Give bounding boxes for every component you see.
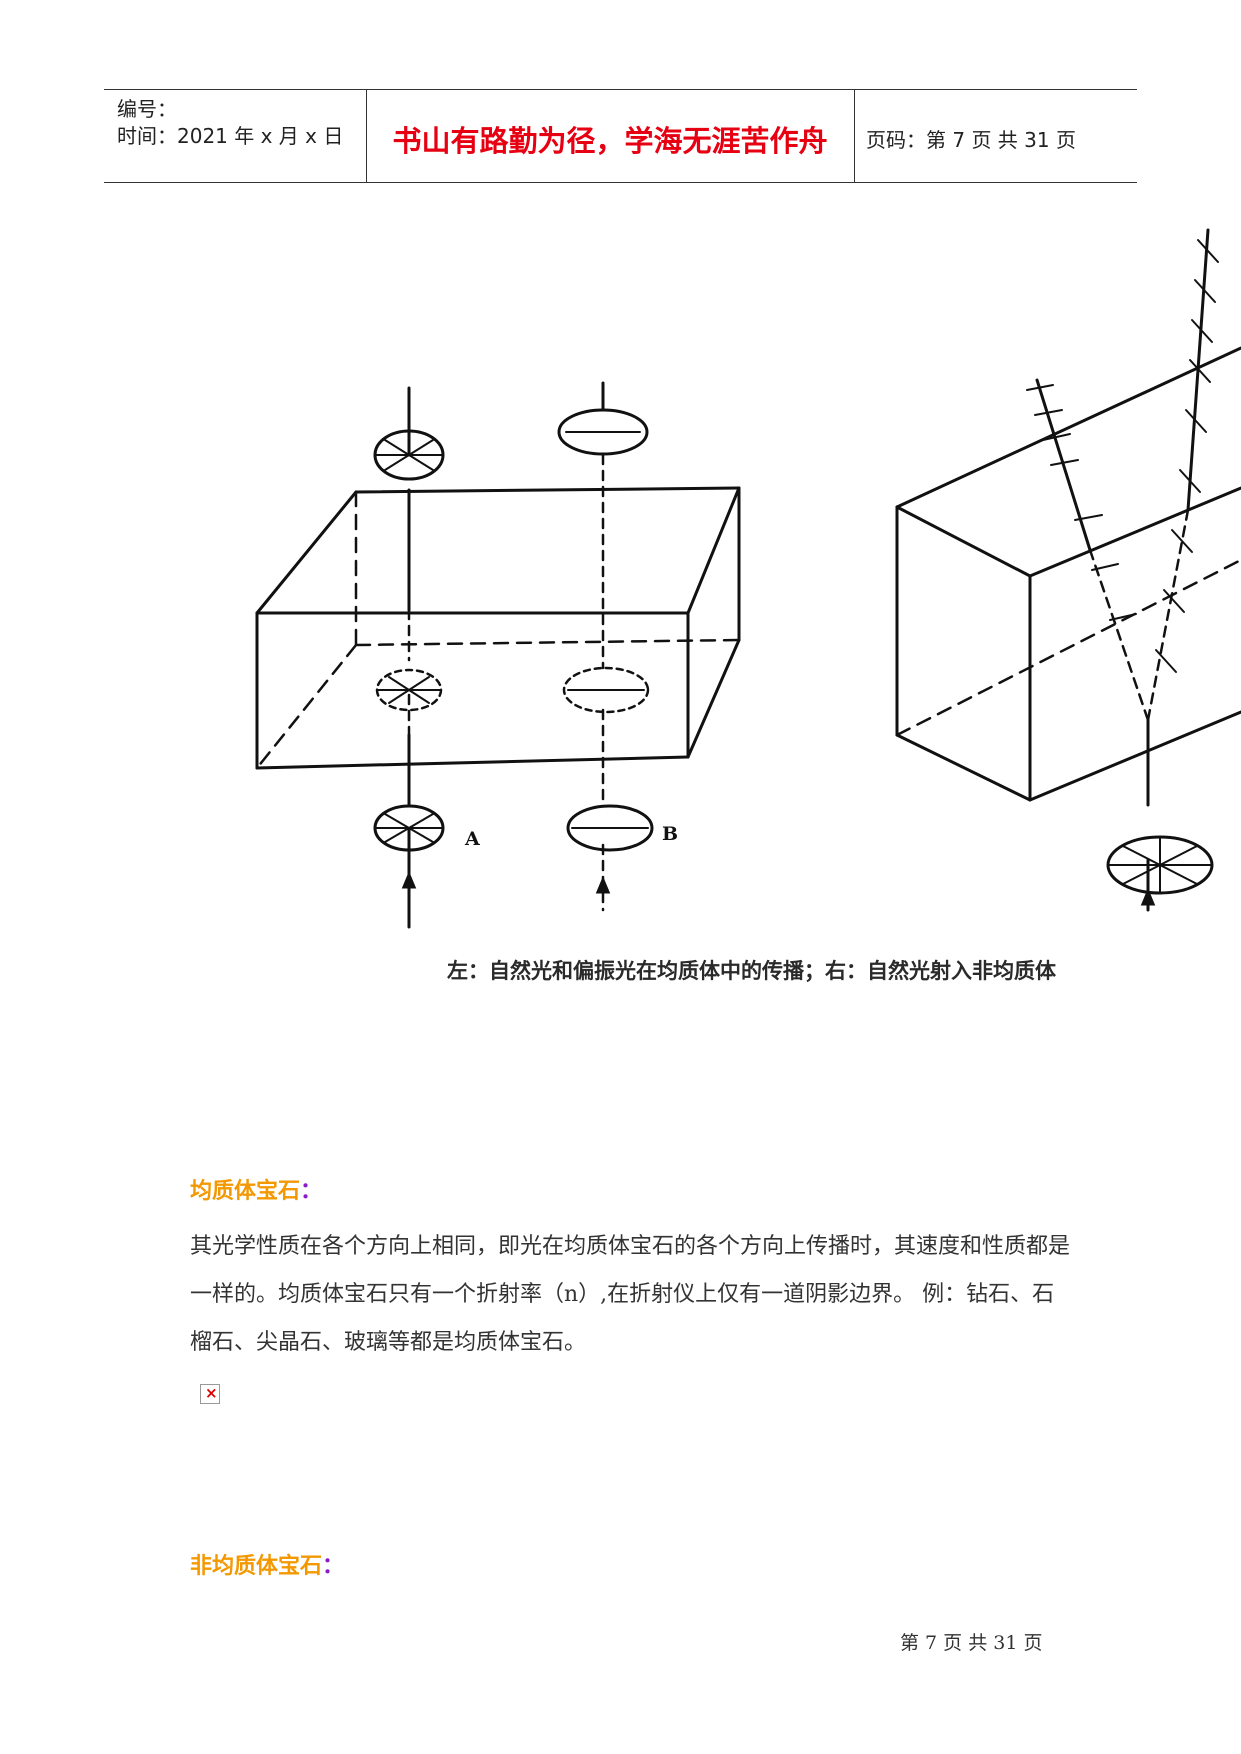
ellipse-inside-b [562,666,650,714]
heading-colon: ： [300,1179,323,1204]
isotropic-block [255,486,741,770]
header-divider-right [854,90,855,182]
document-number-label: 编号： [117,97,177,121]
section-heading-anisotropic: 非均质体宝石： [190,1548,344,1580]
isotropic-description: 其光学性质在各个方向上相同，即光在均质体宝石的各个方向上传播时，其速度和性质都是… [190,1234,1071,1355]
optics-diagram: A B 左：自然光和偏振光在均质体中的传播；右：自然光射入非均质体 [255,228,1241,983]
document-time-label: 时间：2021 年 x 月 x 日 [117,124,344,148]
header-top-rule [104,89,1137,90]
page-footer: 第 7 页 共 31 页 [900,1632,1043,1654]
section-heading-isotropic: 均质体宝石： [190,1173,322,1205]
circle-bottom-right [1106,835,1214,895]
label-b: B [662,823,678,845]
header-motto: 书山有路勤为径，学海无涯苦作舟 [392,124,828,158]
ray-a-natural-light [373,386,445,929]
ellipse-top-b [557,408,649,456]
anisotropic-block [895,346,1241,802]
heading-text: 均质体宝石 [190,1179,301,1204]
heading-text: 非均质体宝石 [190,1554,323,1579]
label-a: A [464,828,480,850]
broken-image-icon: × [200,1384,220,1404]
heading-colon: ： [322,1554,345,1579]
ellipse-bottom-b [566,804,654,852]
double-refraction-rays [1026,228,1219,912]
header-bottom-rule [104,182,1137,183]
figure-caption: 左：自然光和偏振光在均质体中的传播；右：自然光射入非均质体 [447,958,1057,983]
ray-b-polarized-light [557,381,654,912]
page-number-label: 页码：第 7 页 共 31 页 [866,128,1076,152]
header-divider-left [366,90,367,182]
